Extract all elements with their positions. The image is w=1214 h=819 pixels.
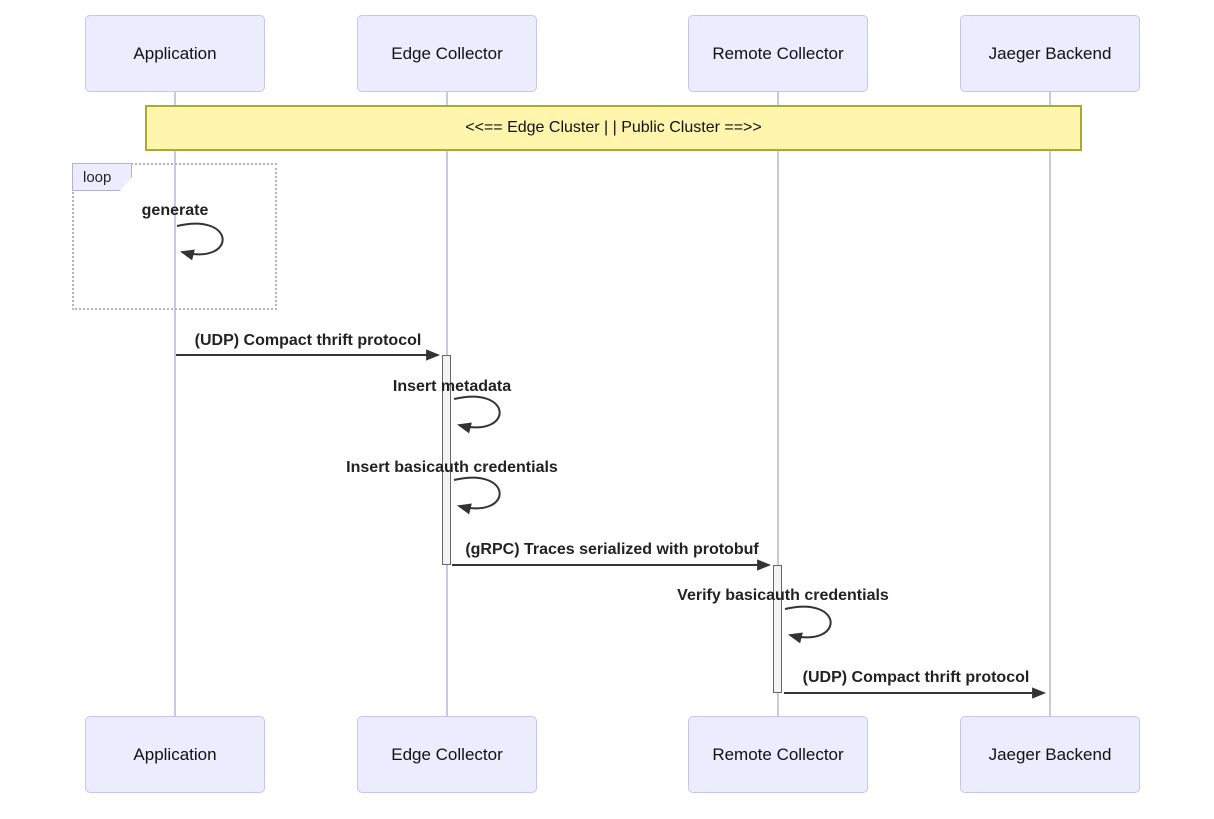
self-arrow-insert-metadata (453, 395, 501, 434)
lifeline-jaeger-backend (1049, 92, 1051, 716)
participant-jaeger-backend-bottom: Jaeger Backend (960, 716, 1140, 793)
participant-remote-collector-bottom: Remote Collector (688, 716, 868, 793)
self-arrow-generate (176, 222, 224, 261)
loop-frame (72, 163, 277, 310)
loop-label: loop (83, 168, 112, 186)
participant-edge-collector-bottom: Edge Collector (357, 716, 537, 793)
participant-label: Edge Collector (391, 744, 503, 764)
participant-label: Jaeger Backend (988, 43, 1112, 63)
activation-bar-remote-collector (773, 565, 782, 693)
participant-label: Edge Collector (391, 43, 503, 63)
lifeline-application (174, 92, 176, 716)
participant-label: Jaeger Backend (988, 744, 1112, 764)
participant-label: Remote Collector (712, 43, 844, 63)
loop-label-tag: loop (72, 163, 132, 191)
message-label-udp-app-to-edge: (UDP) Compact thrift protocol (194, 332, 422, 349)
participant-jaeger-backend-top: Jaeger Backend (960, 15, 1140, 92)
self-arrow-insert-basicauth (453, 476, 501, 515)
message-label-insert-basicauth: Insert basicauth credentials (346, 459, 558, 476)
participant-label: Remote Collector (712, 744, 844, 764)
participant-label: Application (133, 744, 217, 764)
participant-remote-collector-top: Remote Collector (688, 15, 868, 92)
self-arrow-verify-basicauth (784, 605, 832, 644)
message-label-verify-basicauth: Verify basicauth credentials (677, 587, 889, 604)
lifeline-remote-collector (777, 92, 779, 716)
message-label-udp-remote-to-jaeger: (UDP) Compact thrift protocol (802, 669, 1030, 686)
participant-edge-collector-top: Edge Collector (357, 15, 537, 92)
activation-bar-edge-collector (442, 355, 451, 565)
participant-application-top: Application (85, 15, 265, 92)
message-label-generate: generate (141, 202, 209, 219)
message-label-insert-metadata: Insert metadata (392, 378, 512, 395)
participant-label: Application (133, 43, 217, 63)
cluster-note: <<== Edge Cluster | | Public Cluster ==>… (145, 105, 1082, 151)
cluster-note-text: <<== Edge Cluster | | Public Cluster ==>… (465, 119, 762, 136)
participant-application-bottom: Application (85, 716, 265, 793)
message-label-grpc-edge-to-remote: (gRPC) Traces serialized with protobuf (465, 541, 759, 558)
